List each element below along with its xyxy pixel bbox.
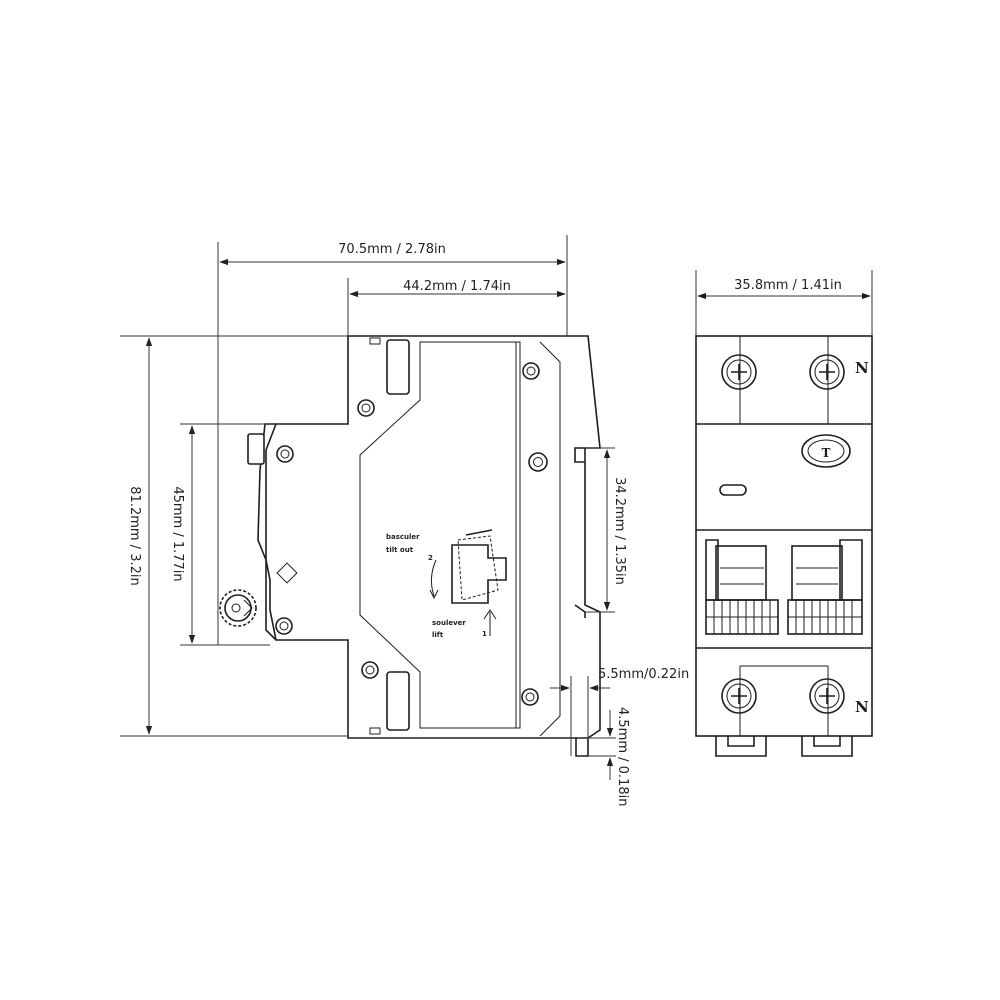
top-terminal-screw-left-icon xyxy=(721,354,757,390)
lift-fr-text: soulever xyxy=(432,619,466,627)
neutral-top-label: N xyxy=(855,359,869,377)
rivet-bottom-left xyxy=(361,661,379,679)
tilt-out-fr-text: basculer xyxy=(386,533,420,541)
top-terminal-screw-right-icon xyxy=(809,354,845,390)
clip-offset-label: 5.5mm/0.22in xyxy=(598,667,689,682)
front-dimensions: 35.8mm / 1.41in xyxy=(695,270,873,336)
rivet-front-bottom xyxy=(275,617,293,635)
din-clip-top xyxy=(574,447,585,463)
gear-knob-icon xyxy=(219,589,257,627)
overall-height-label: 81.2mm / 3.2in xyxy=(127,486,142,585)
mounting-instructions: basculer tilt out 2 soulever lift 1 xyxy=(386,529,507,639)
handle-stem xyxy=(247,433,265,465)
side-dimensions: 70.5mm / 2.78in 44.2mm / 1.74in 81.2mm /… xyxy=(120,235,689,806)
tilt-out-en-text: tilt out xyxy=(386,546,414,554)
neutral-bottom-label: N xyxy=(855,698,869,716)
rail-height-label: 34.2mm / 1.35in xyxy=(612,477,627,585)
front-view: N T xyxy=(695,335,873,757)
toggle-lever-left[interactable] xyxy=(705,539,767,601)
lift-en-text: lift xyxy=(432,631,444,639)
test-button-label: T xyxy=(822,446,831,460)
rivet-top-left xyxy=(357,399,375,417)
label-panel xyxy=(359,341,521,729)
front-projection xyxy=(257,423,277,641)
curved-arrow-icon xyxy=(429,559,439,600)
overall-depth-label: 70.5mm / 2.78in xyxy=(338,242,446,257)
bottom-terminal-screw-right-icon xyxy=(809,678,845,714)
front-body-outline xyxy=(695,335,873,737)
toggle-lever-right[interactable] xyxy=(791,539,863,601)
up-arrow-icon xyxy=(483,609,497,636)
din-clip-bottom xyxy=(575,738,589,757)
front-height-label: 45mm / 1.77in xyxy=(170,486,185,581)
din-clip-right xyxy=(801,736,853,757)
width-label: 35.8mm / 1.41in xyxy=(734,278,842,293)
bottom-terminal-screw-left-icon xyxy=(721,678,757,714)
handle-grip-left xyxy=(705,599,779,635)
step-1-text: 1 xyxy=(482,630,487,638)
rivet-front-top xyxy=(276,445,294,463)
clip-depth-label: 4.5mm / 0.18in xyxy=(615,707,630,806)
side-view: basculer tilt out 2 soulever lift 1 xyxy=(219,335,601,757)
breaker-pictogram-icon xyxy=(451,529,507,604)
lower-slot xyxy=(386,671,410,731)
body-depth-label: 44.2mm / 1.74in xyxy=(403,279,511,294)
test-button[interactable]: T xyxy=(801,434,851,468)
din-clip-left xyxy=(715,736,767,757)
handle-grip-right xyxy=(787,599,863,635)
rivet-middle-right xyxy=(528,452,548,472)
upper-slot xyxy=(386,339,410,395)
side-body-outline xyxy=(265,335,601,739)
indicator-window xyxy=(719,484,747,496)
rivet-bottom-right xyxy=(521,688,539,706)
rivet-top-right xyxy=(522,362,540,380)
square-pivot xyxy=(276,562,298,584)
step-2-text: 2 xyxy=(428,554,433,562)
